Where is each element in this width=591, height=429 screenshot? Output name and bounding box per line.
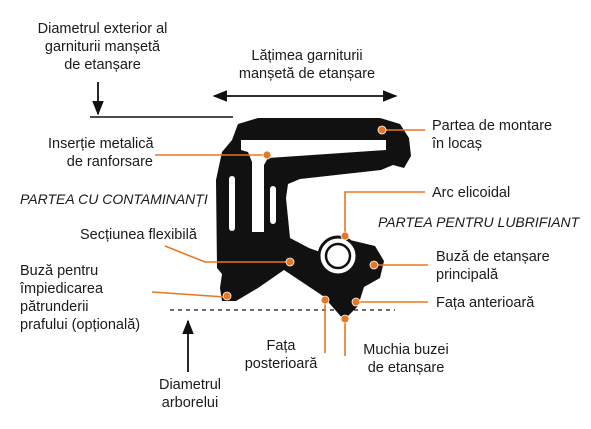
label-front-face: Fața anterioară bbox=[436, 295, 535, 311]
helical-spring bbox=[317, 235, 359, 277]
dot-front-face bbox=[351, 297, 361, 307]
dot-lip-edge bbox=[340, 314, 350, 324]
dot-dust-lip bbox=[222, 291, 232, 301]
leader-flexible-section bbox=[164, 245, 290, 263]
label-metal-insert: Inserție metalică de ranforsare bbox=[48, 136, 154, 170]
label-contaminant-side: PARTEA CU CONTAMINANȚI bbox=[20, 191, 208, 207]
label-main-sealing-lip: Buză de etanșare principală bbox=[436, 249, 550, 283]
seal-body bbox=[216, 118, 411, 320]
label-shaft-diameter: Diametrul arborelui bbox=[158, 377, 222, 411]
dot-helical-spring bbox=[340, 231, 350, 241]
label-outer-diameter: Diametrul exterior al garniturii manșetă… bbox=[37, 21, 168, 73]
leader-dust-lip bbox=[151, 291, 226, 298]
label-helical-spring: Arc elicoidal bbox=[432, 185, 511, 201]
dot-mounting-part bbox=[377, 125, 387, 135]
dot-main-sealing-lip bbox=[369, 260, 379, 270]
label-seal-width: Lățimea garniturii manșetă de etanșare bbox=[238, 48, 376, 82]
flex-slot-right bbox=[270, 186, 276, 224]
label-mounting-part: Partea de montare în locaș bbox=[432, 118, 553, 152]
label-flexible-section: Secțiunea flexibilă bbox=[80, 227, 197, 243]
leader-helical-spring bbox=[344, 191, 425, 235]
label-lubricant-side: PARTEA PENTRU LUBRIFIANT bbox=[378, 214, 580, 230]
label-rear-face: Fața posterioară bbox=[244, 338, 318, 372]
dot-rear-face bbox=[320, 295, 330, 305]
label-dust-lip: Buză pentru împiedicarea pătrunderii pra… bbox=[20, 263, 141, 333]
flex-slot-left bbox=[229, 176, 235, 231]
label-lip-edge: Muchia buzei de etanșare bbox=[363, 342, 449, 376]
metal-insert-slot bbox=[241, 140, 386, 232]
dot-metal-insert bbox=[262, 150, 272, 160]
dot-flexible-section bbox=[285, 257, 295, 267]
